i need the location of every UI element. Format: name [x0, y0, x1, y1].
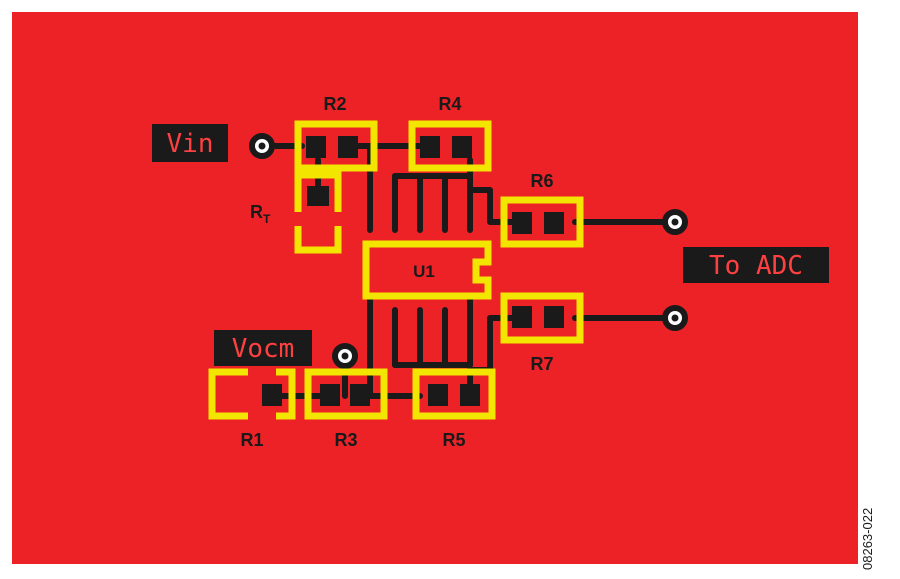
- vias: [249, 133, 688, 369]
- copper-pads: [262, 136, 564, 406]
- r5-outline: [412, 368, 496, 420]
- net-label-to-adc-text: To ADC: [709, 251, 803, 281]
- designator-r3: R3: [334, 430, 357, 450]
- r6-outline: [500, 196, 584, 248]
- u1-outline: [362, 240, 492, 300]
- designator-r7: R7: [530, 354, 553, 374]
- r4-outline: [408, 120, 492, 172]
- net-label-vin-text: Vin: [167, 129, 214, 159]
- designator-r5: R5: [442, 430, 465, 450]
- net-label-vocm-text: Vocm: [232, 334, 295, 364]
- r1-outline: [208, 368, 296, 420]
- net-label-to-adc: To ADC: [683, 247, 829, 283]
- silkscreen-outlines: [208, 120, 584, 420]
- r7-outline: [500, 292, 584, 344]
- net-label-vin: Vin: [152, 124, 228, 162]
- figure-id: 08263-022: [860, 507, 875, 570]
- designator-r4: R4: [438, 94, 461, 114]
- r3-outline: [304, 368, 388, 420]
- designator-rt: RT: [250, 202, 271, 226]
- pcb-board: [12, 12, 858, 564]
- r2-outline: [294, 120, 378, 172]
- rt-outline: [294, 171, 342, 254]
- designator-r1: R1: [240, 430, 263, 450]
- designator-r2: R2: [323, 94, 346, 114]
- designator-u1: U1: [413, 262, 435, 281]
- designator-r6: R6: [530, 171, 553, 191]
- net-label-vocm: Vocm: [214, 330, 312, 366]
